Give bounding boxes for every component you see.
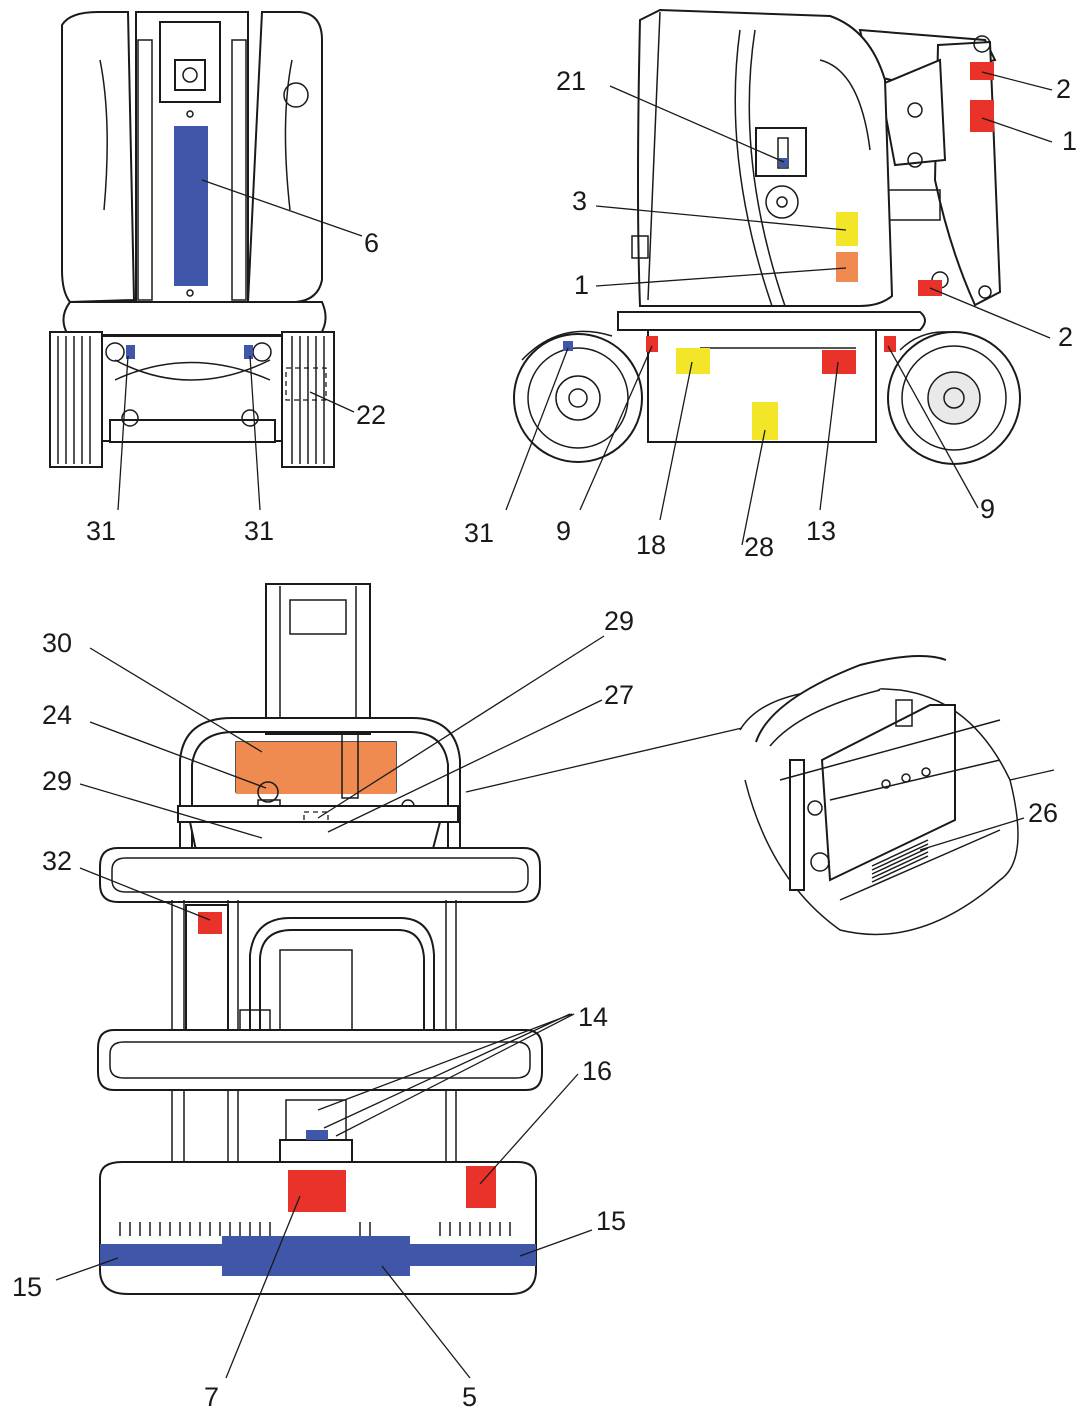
front-view: 6 22 31 31 [49, 11, 386, 546]
label-31-right: 31 [244, 516, 274, 546]
decal-9-left [646, 336, 658, 352]
label-28: 28 [744, 532, 774, 562]
label-31-left: 31 [86, 516, 116, 546]
platform-view: 30 29 27 24 29 32 14 16 15 15 7 5 [12, 583, 634, 1410]
decal-31-left [126, 345, 135, 359]
label-3: 3 [572, 186, 587, 216]
decal-1-body [836, 252, 858, 282]
label-31-side: 31 [464, 518, 494, 548]
decal-2-top [970, 62, 994, 80]
decal-16 [466, 1166, 496, 1208]
decal-21 [779, 158, 788, 167]
decal-18 [676, 348, 710, 374]
decal-7 [288, 1170, 346, 1212]
label-1-body: 1 [574, 270, 589, 300]
label-1-boom: 1 [1062, 126, 1077, 156]
decal-1-boom [970, 100, 994, 132]
label-30: 30 [42, 628, 72, 658]
side-view: 21 3 1 2 1 2 31 9 18 28 13 9 [464, 8, 1077, 562]
label-29-right: 29 [604, 606, 634, 636]
decal-31-side [563, 341, 573, 351]
label-24: 24 [42, 700, 72, 730]
decal-6 [174, 126, 208, 286]
label-2-top: 2 [1056, 74, 1071, 104]
decal-9-right [884, 336, 896, 352]
label-26: 26 [1028, 798, 1058, 828]
decal-3 [836, 212, 858, 246]
detail-view: 26 [465, 655, 1058, 936]
decal-14 [306, 1130, 328, 1140]
label-7: 7 [204, 1382, 219, 1410]
label-29-left: 29 [42, 766, 72, 796]
decal-5 [222, 1236, 410, 1276]
decal-31-right [244, 345, 253, 359]
label-18: 18 [636, 530, 666, 560]
label-2-bottom: 2 [1058, 322, 1073, 352]
label-5: 5 [462, 1382, 477, 1410]
label-15-left: 15 [12, 1272, 42, 1302]
label-13: 13 [806, 516, 836, 546]
label-22: 22 [356, 400, 386, 430]
label-16: 16 [582, 1056, 612, 1086]
label-6: 6 [364, 228, 379, 258]
label-27: 27 [604, 680, 634, 710]
label-21: 21 [556, 66, 586, 96]
decal-28 [752, 402, 778, 440]
label-32: 32 [42, 846, 72, 876]
decal-13 [822, 350, 856, 374]
decal-32 [198, 912, 222, 934]
label-9-left: 9 [556, 516, 571, 546]
label-15-right: 15 [596, 1206, 626, 1236]
label-14: 14 [578, 1002, 608, 1032]
label-9-right: 9 [980, 494, 995, 524]
